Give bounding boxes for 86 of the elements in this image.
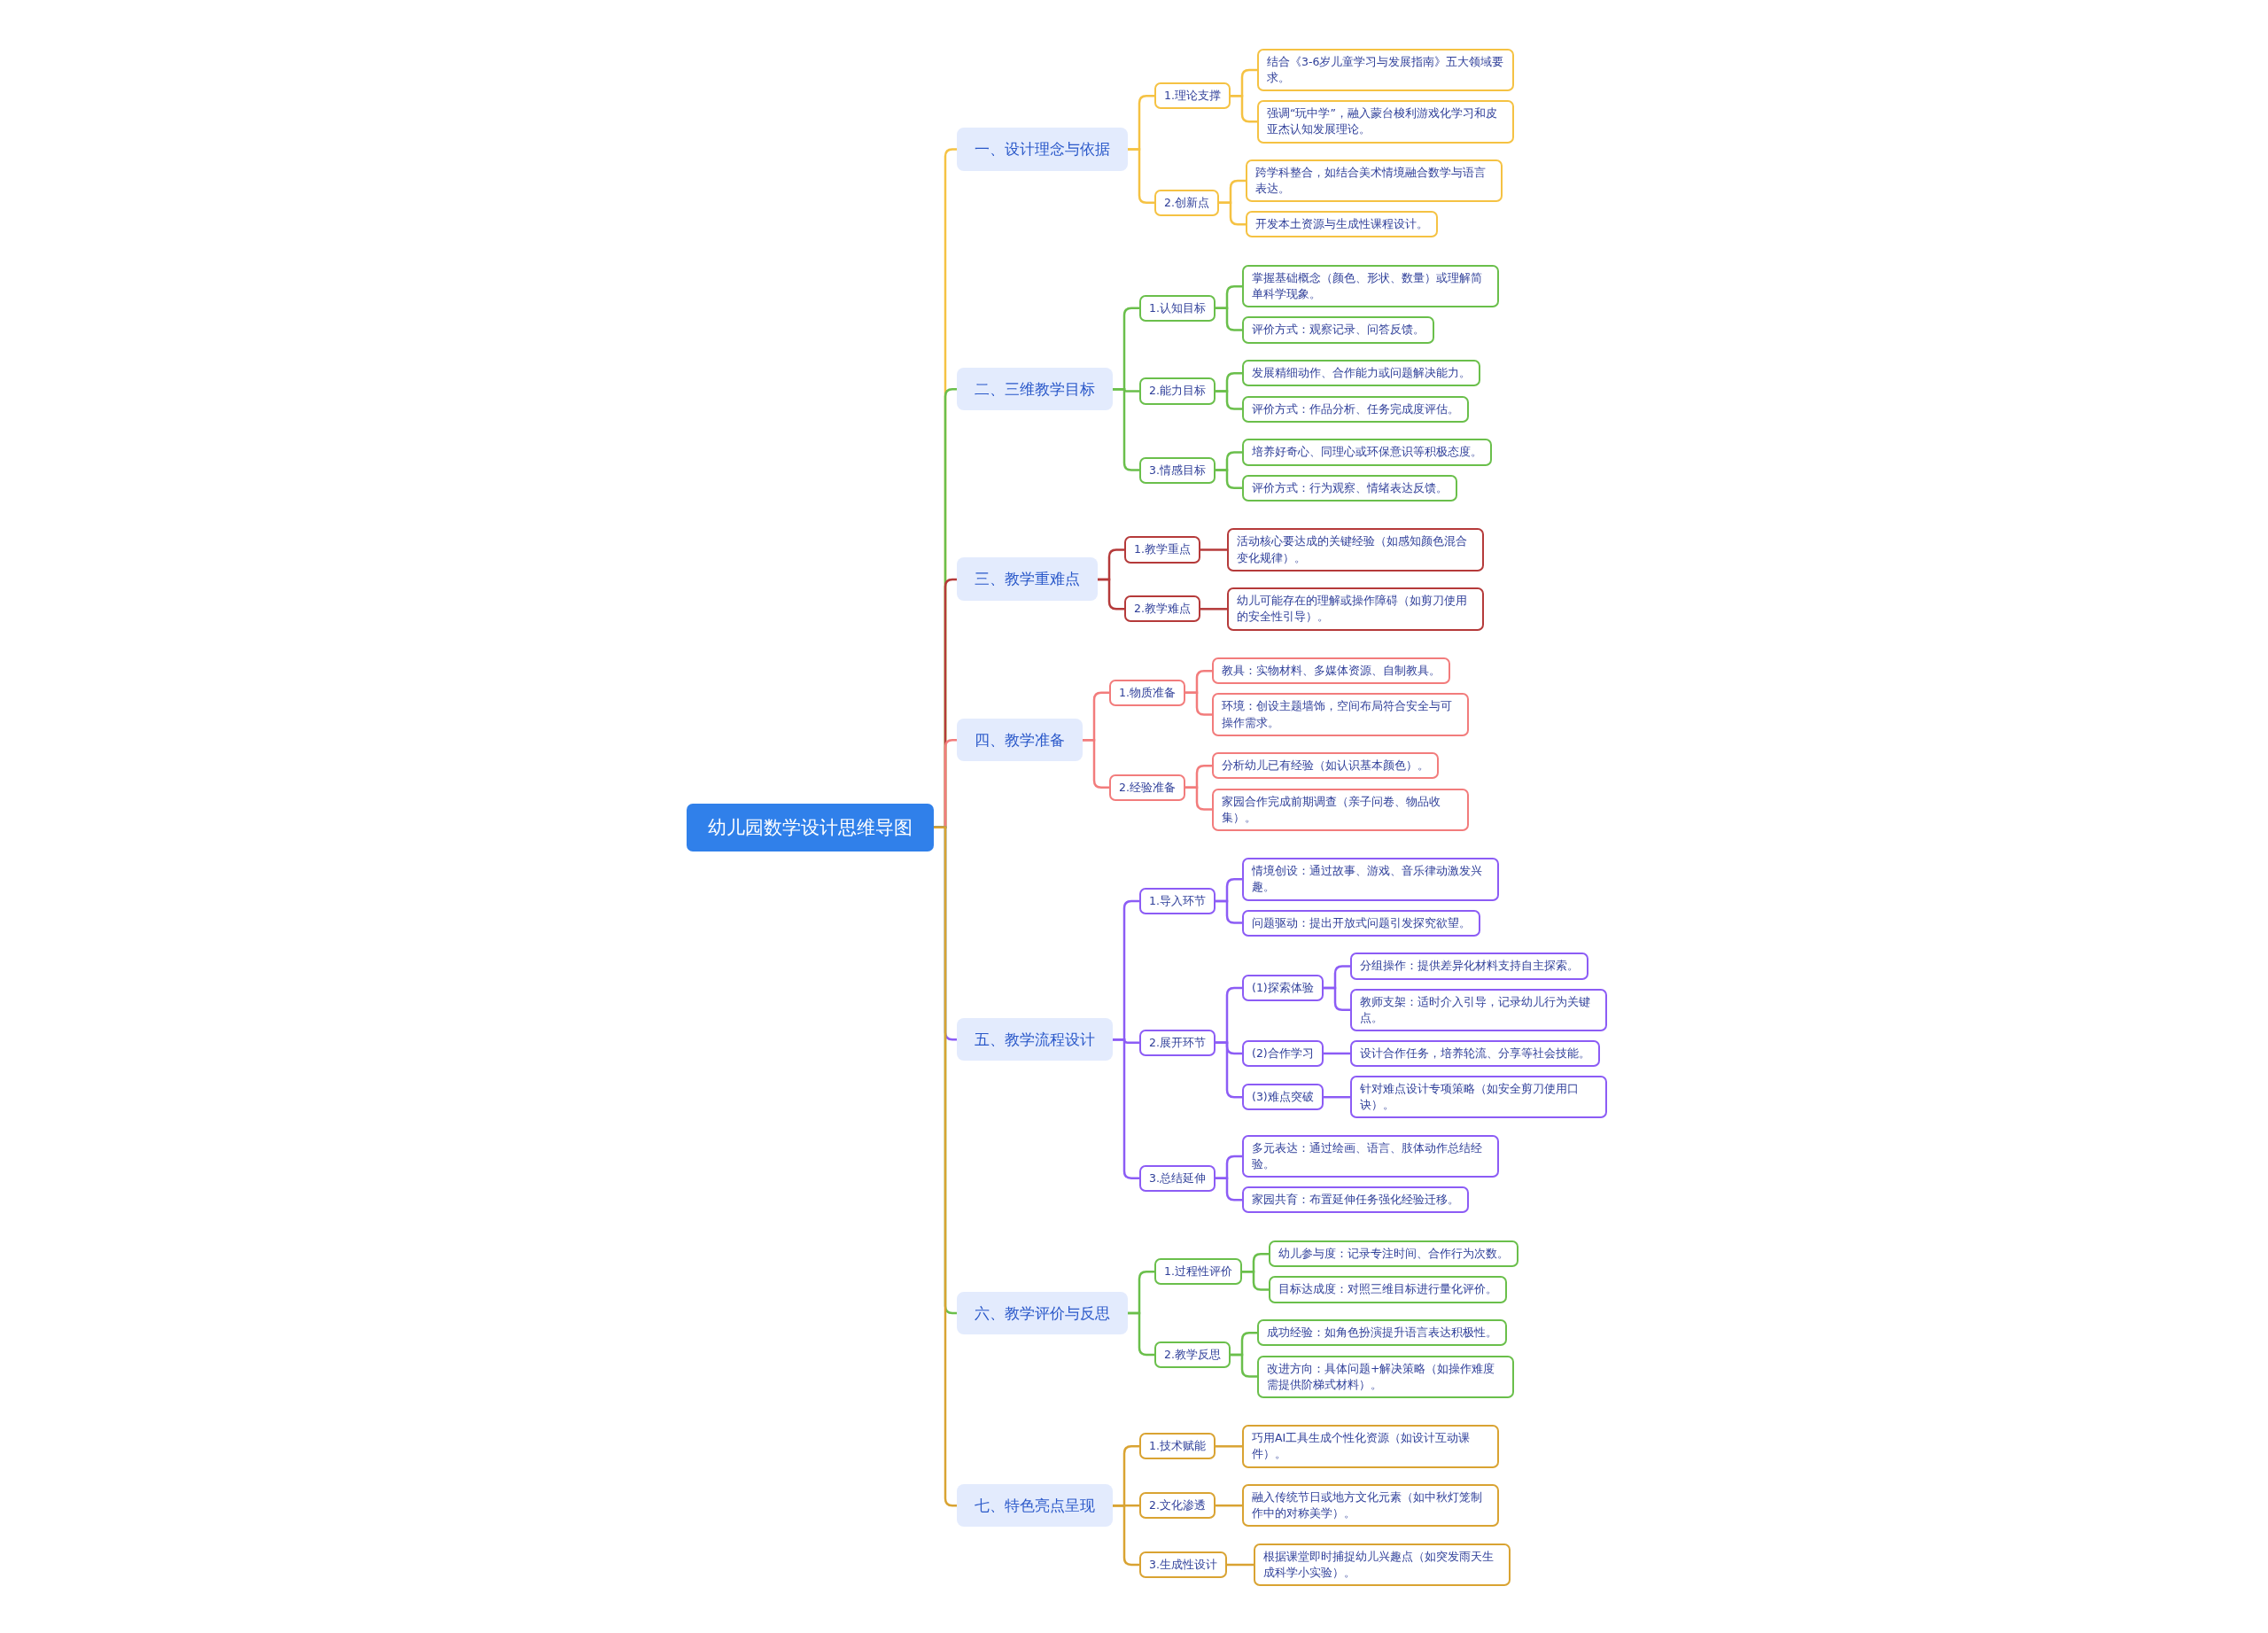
subtopic-box: (1)探索体验 (1242, 975, 1324, 1002)
connector-line (1216, 1177, 1242, 1201)
topic-box: 五、教学流程设计 (957, 1017, 1113, 1061)
connector-line (1216, 390, 1242, 410)
connector-line (1324, 1052, 1350, 1055)
subtopic-box: 2.文化渗透 (1139, 1492, 1216, 1520)
subtopic-box: 2.教学反思 (1154, 1341, 1231, 1368)
leaf-box: 幼儿可能存在的理解或操作障碍（如剪刀使用的安全性引导）。 (1227, 587, 1484, 631)
central-topic-box: 幼儿园数学设计思维导图 (687, 803, 934, 852)
subtopic-box: 2.创新点 (1154, 189, 1219, 216)
leaf-box: 分析幼儿已有经验（如认识基本颜色）。 (1212, 752, 1439, 780)
topic-box: 四、教学准备 (957, 718, 1083, 762)
subtopic-box: 1.导入环节 (1139, 887, 1216, 915)
leaf-box: 根据课堂即时捕捉幼儿兴趣点（如突发雨天生成科学小实验）。 (1254, 1544, 1511, 1587)
leaf-box: 评价方式：观察记录、问答反馈。 (1242, 316, 1434, 344)
leaf-box: 融入传统节日或地方文化元素（如中秋灯笼制作中的对称美学）。 (1242, 1484, 1499, 1528)
leaf-box: 问题驱动：提出开放式问题引发探究欲望。 (1242, 909, 1480, 937)
leaf-box: 情境创设：通过故事、游戏、音乐律动激发兴趣。 (1242, 858, 1499, 901)
subtopic-box: 1.理论支撑 (1154, 82, 1231, 110)
leaf-box: 分组操作：提供差异化材料支持自主探索。 (1350, 953, 1588, 980)
leaf-box: 设计合作任务，培养轮流、分享等社会技能。 (1350, 1039, 1600, 1068)
subtopic-box: (3)难点突破 (1242, 1084, 1324, 1111)
leaf-box: 多元表达：通过绘画、语言、肢体动作总结经验。 (1242, 1135, 1499, 1178)
connector-line (1185, 691, 1212, 716)
leaf-box: 开发本土资源与生成性课程设计。 (1246, 211, 1438, 238)
subtopic-box: 2.教学难点 (1124, 595, 1200, 623)
connector-line (1219, 201, 1246, 226)
topic-box: 一、设计理念与依据 (957, 127, 1128, 171)
subtopic-box: 3.情感目标 (1139, 456, 1216, 484)
leaf-box: 针对难点设计专项策略（如安全剪刀使用口诀）。 (1350, 1076, 1607, 1119)
subtopic-box: 2.经验准备 (1109, 774, 1185, 801)
connector-line (1098, 578, 1124, 610)
leaf-box: 家园合作完成前期调查（亲子问卷、物品收集）。 (1212, 788, 1469, 831)
leaf-box: 发展精细动作、合作能力或问题解决能力。 (1242, 360, 1480, 387)
topic-box: 三、教学重难点 (957, 557, 1098, 602)
leaf-box: 评价方式：作品分析、任务完成度评估。 (1242, 395, 1469, 423)
leaf-box: 成功经验：如角色扮演提升语言表达积极性。 (1257, 1319, 1507, 1347)
leaf-box: 结合《3-6岁儿童学习与发展指南》五大领域要求。 (1257, 49, 1514, 92)
connector-line (1242, 1271, 1269, 1291)
connector-line (1185, 786, 1212, 811)
leaf-box: 家园共育：布置延伸任务强化经验迁移。 (1242, 1186, 1469, 1214)
subtopic-box: 3.总结延伸 (1139, 1164, 1216, 1192)
connector-line (1200, 548, 1227, 551)
leaf-box: 教具：实物材料、多媒体资源、自制教具。 (1212, 657, 1450, 685)
leaf-box: 教师支架：适时介入引导，记录幼儿行为关键点。 (1350, 988, 1607, 1031)
topic-box: 二、三维教学目标 (957, 367, 1113, 411)
leaf-box: 巧用AI工具生成个性化资源（如设计互动课件）。 (1242, 1425, 1499, 1468)
connector-line (1231, 1353, 1257, 1378)
connector-line (1216, 899, 1242, 924)
subtopic-box: 3.生成性设计 (1139, 1551, 1227, 1579)
leaf-box: 掌握基础概念（颜色、形状、数量）或理解简单科学现象。 (1242, 265, 1499, 308)
leaf-box: 评价方式：行为观察、情绪表达反馈。 (1242, 474, 1457, 502)
subtopic-box: 1.认知目标 (1139, 294, 1216, 322)
leaf-box: 强调“玩中学”，融入蒙台梭利游戏化学习和皮亚杰认知发展理论。 (1257, 100, 1514, 144)
connector-line (1113, 387, 1139, 471)
leaf-box: 改进方向：具体问题+解决策略（如操作难度需提供阶梯式材料）。 (1257, 1355, 1514, 1398)
subtopic-box: 2.能力目标 (1139, 377, 1216, 405)
leaf-box: 幼儿参与度：记录专注时间、合作行为次数。 (1269, 1240, 1518, 1268)
subtopic-box: 2.展开环节 (1139, 1029, 1216, 1056)
connector-line (1216, 469, 1242, 489)
subtopic-box: 1.过程性评价 (1154, 1258, 1242, 1286)
connector-line (1324, 1096, 1350, 1099)
leaf-box: 跨学科整合，如结合美术情境融合数学与语言表达。 (1246, 159, 1503, 203)
connector-line (1200, 608, 1227, 610)
connector-line (1113, 1504, 1139, 1567)
connector-line (1216, 307, 1242, 331)
connector-line (1113, 1038, 1139, 1179)
subtopic-box: 1.技术赋能 (1139, 1433, 1216, 1460)
subtopic-box: 1.物质准备 (1109, 679, 1185, 706)
connector-line (1231, 94, 1257, 123)
leaf-box: 培养好奇心、同理心或环保意识等积极态度。 (1242, 439, 1492, 466)
subtopic-box: (2)合作学习 (1242, 1039, 1324, 1068)
subtopic-box: 1.教学重点 (1124, 536, 1200, 564)
connector-line (1083, 739, 1109, 789)
connector-line (1128, 148, 1154, 204)
connector-line (1128, 1311, 1154, 1357)
leaf-box: 目标达成度：对照三维目标进行量化评价。 (1269, 1276, 1507, 1303)
leaf-box: 环境：创设主题墙饰，空间布局符合安全与可操作需求。 (1212, 693, 1469, 736)
connector-line (1324, 986, 1350, 1011)
connector-line (1216, 1504, 1242, 1507)
connector-line (1227, 1563, 1254, 1567)
topic-box: 六、教学评价与反思 (957, 1291, 1128, 1335)
topic-box: 七、特色亮点呈现 (957, 1483, 1113, 1528)
connector-line (1216, 1041, 1242, 1099)
leaf-box: 活动核心要达成的关键经验（如感知颜色混合变化规律）。 (1227, 528, 1484, 572)
connector-line (1216, 1445, 1242, 1448)
